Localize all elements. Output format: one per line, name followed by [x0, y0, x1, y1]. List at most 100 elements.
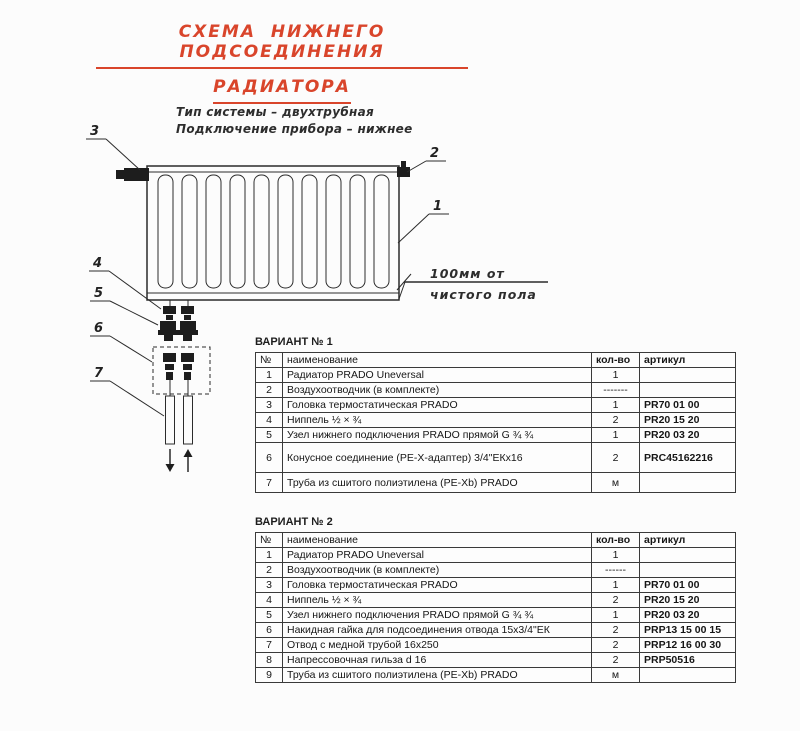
- cell-article: [639, 472, 736, 493]
- radiator-fin: [277, 174, 294, 289]
- cell-qty: 1: [591, 577, 640, 593]
- column-header-article: артикул: [639, 352, 736, 368]
- cell-num: 7: [255, 472, 283, 493]
- pipe-left: [165, 395, 175, 445]
- column-header-article: артикул: [639, 532, 736, 548]
- cell-name: Конусное соединение (PE-X-адаптер) 3/4"Е…: [282, 442, 592, 473]
- cell-name: Воздухоотводчик (в комплекте): [282, 382, 592, 398]
- column-header-num: №: [255, 532, 283, 548]
- cell-num: 1: [255, 367, 283, 383]
- cell-num: 4: [255, 592, 283, 608]
- system-notes: Тип системы – двухтрубная Подключение пр…: [176, 104, 413, 138]
- cell-article: PR20 15 20: [639, 412, 736, 428]
- cell-article: [639, 367, 736, 383]
- radiator-body: [146, 165, 400, 301]
- cell-qty: 2: [591, 442, 640, 473]
- radiator-fin: [373, 174, 390, 289]
- bottom-connection-assembly: [152, 300, 211, 472]
- cell-article: [639, 382, 736, 398]
- radiator-fin: [157, 174, 174, 289]
- radiator-diagram: 1 2 3 4 5 6 7: [86, 124, 548, 472]
- adapter-zone-dashed-box: [152, 346, 211, 395]
- cell-name: Радиатор PRADO Uneversal: [282, 547, 592, 563]
- cell-article: [639, 562, 736, 578]
- radiator-fin: [349, 174, 366, 289]
- cell-num: 5: [255, 427, 283, 443]
- cell-qty: 2: [591, 412, 640, 428]
- flow-arrow-up: [183, 449, 193, 472]
- column-header-qty: кол-во: [591, 352, 640, 368]
- radiator-fin: [181, 174, 198, 289]
- cell-qty: 2: [591, 592, 640, 608]
- callout-6: 6: [90, 321, 153, 363]
- callout-1: 1: [397, 199, 449, 244]
- cell-num: 6: [255, 442, 283, 473]
- radiator-fin: [301, 174, 318, 289]
- cell-name: Отвод с медной трубой 16х250: [282, 637, 592, 653]
- cell-article: PR20 15 20: [639, 592, 736, 608]
- cell-name: Головка термостатическая PRADO: [282, 577, 592, 593]
- floor-note-line-1: 100мм от: [430, 266, 505, 281]
- cell-num: 9: [255, 667, 283, 683]
- callout-number: 4: [92, 256, 102, 271]
- connection-unit: [158, 321, 198, 341]
- callout-4: 4: [89, 256, 162, 310]
- cell-name: Ниппель ½ × ¾: [282, 412, 592, 428]
- flow-arrow-down: [165, 449, 175, 472]
- cell-article: PR20 03 20: [639, 427, 736, 443]
- cell-name: Радиатор PRADO Uneversal: [282, 367, 592, 383]
- radiator-fin: [229, 174, 246, 289]
- cell-qty: м: [591, 667, 640, 683]
- variant-2-title: ВАРИАНТ № 2: [255, 516, 333, 528]
- title-line-2: РАДИАТОРА: [213, 77, 351, 104]
- cell-article: PR70 01 00: [639, 397, 736, 413]
- cell-num: 2: [255, 382, 283, 398]
- variant-1-title: ВАРИАНТ № 1: [255, 336, 333, 348]
- cell-num: 8: [255, 652, 283, 668]
- connection-type-note: Подключение прибора – нижнее: [176, 122, 413, 136]
- callout-number: 3: [90, 124, 99, 139]
- radiator-fin: [253, 174, 270, 289]
- cell-qty: 1: [591, 397, 640, 413]
- thermostatic-valve: [116, 168, 149, 181]
- cell-qty: ------: [591, 562, 640, 578]
- callout-5: 5: [90, 286, 159, 326]
- radiator-fins: [157, 174, 390, 289]
- cell-article: PR70 01 00: [639, 577, 736, 593]
- callout-number: 5: [94, 286, 103, 301]
- column-header-name: наименование: [282, 352, 592, 368]
- radiator-fin: [325, 174, 342, 289]
- cell-qty: 2: [591, 622, 640, 638]
- cell-article: PRP50516: [639, 652, 736, 668]
- floor-dimension-line: [396, 273, 548, 300]
- callout-2: 2: [406, 146, 446, 173]
- cell-qty: 1: [591, 547, 640, 563]
- cell-name: Узел нижнего подключения PRADO прямой G …: [282, 427, 592, 443]
- column-header-name: наименование: [282, 532, 592, 548]
- cell-num: 3: [255, 397, 283, 413]
- callout-number: 6: [94, 321, 103, 336]
- cell-name: Ниппель ½ × ¾: [282, 592, 592, 608]
- cell-name: Труба из сшитого полиэтилена (PE-Xb) PRA…: [282, 472, 592, 493]
- cell-name: Накидная гайка для подсоединения отвода …: [282, 622, 592, 638]
- cell-article: PRC45162216: [639, 442, 736, 473]
- cell-article: PR20 03 20: [639, 607, 736, 623]
- cell-name: Напрессовочная гильза d 16: [282, 652, 592, 668]
- cell-num: 5: [255, 607, 283, 623]
- column-header-num: №: [255, 352, 283, 368]
- cell-name: Головка термостатическая PRADO: [282, 397, 592, 413]
